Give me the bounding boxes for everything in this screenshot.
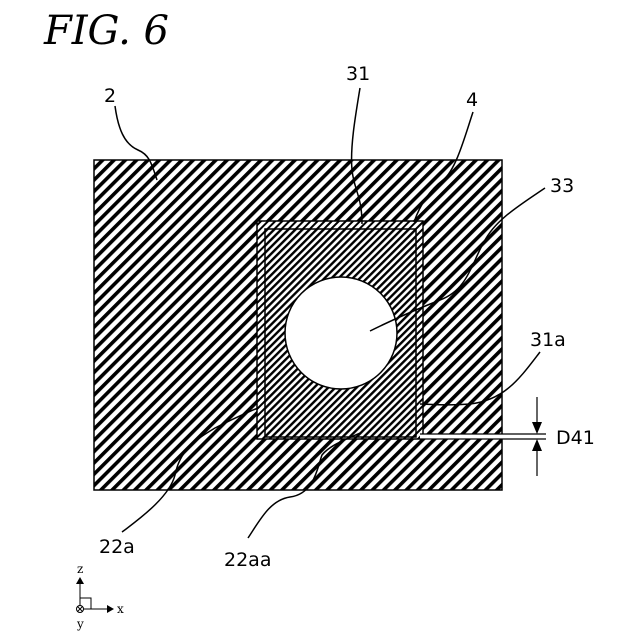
ref-22aa: 22aa — [224, 549, 271, 571]
figure-title: FIG. 6 — [43, 8, 169, 54]
dimension-arrow-top-head — [532, 422, 542, 434]
dimension-arrow-bottom-head — [532, 439, 542, 451]
gap-strip — [420, 434, 546, 439]
ref-2: 2 — [104, 85, 116, 107]
ref-31a: 31a — [530, 329, 566, 351]
coordinate-axes: z x y — [76, 562, 124, 631]
ref-22a: 22a — [99, 536, 135, 558]
ref-31: 31 — [346, 63, 370, 85]
axis-label-z: z — [77, 562, 83, 576]
x-axis-arrow — [107, 605, 114, 613]
z-axis-arrow — [76, 577, 84, 584]
axis-label-x: x — [117, 602, 124, 616]
axis-label-y: y — [76, 617, 84, 631]
hole — [285, 277, 397, 389]
ref-D41: D41 — [556, 427, 595, 449]
ref-33: 33 — [550, 175, 574, 197]
ref-4: 4 — [466, 89, 478, 111]
